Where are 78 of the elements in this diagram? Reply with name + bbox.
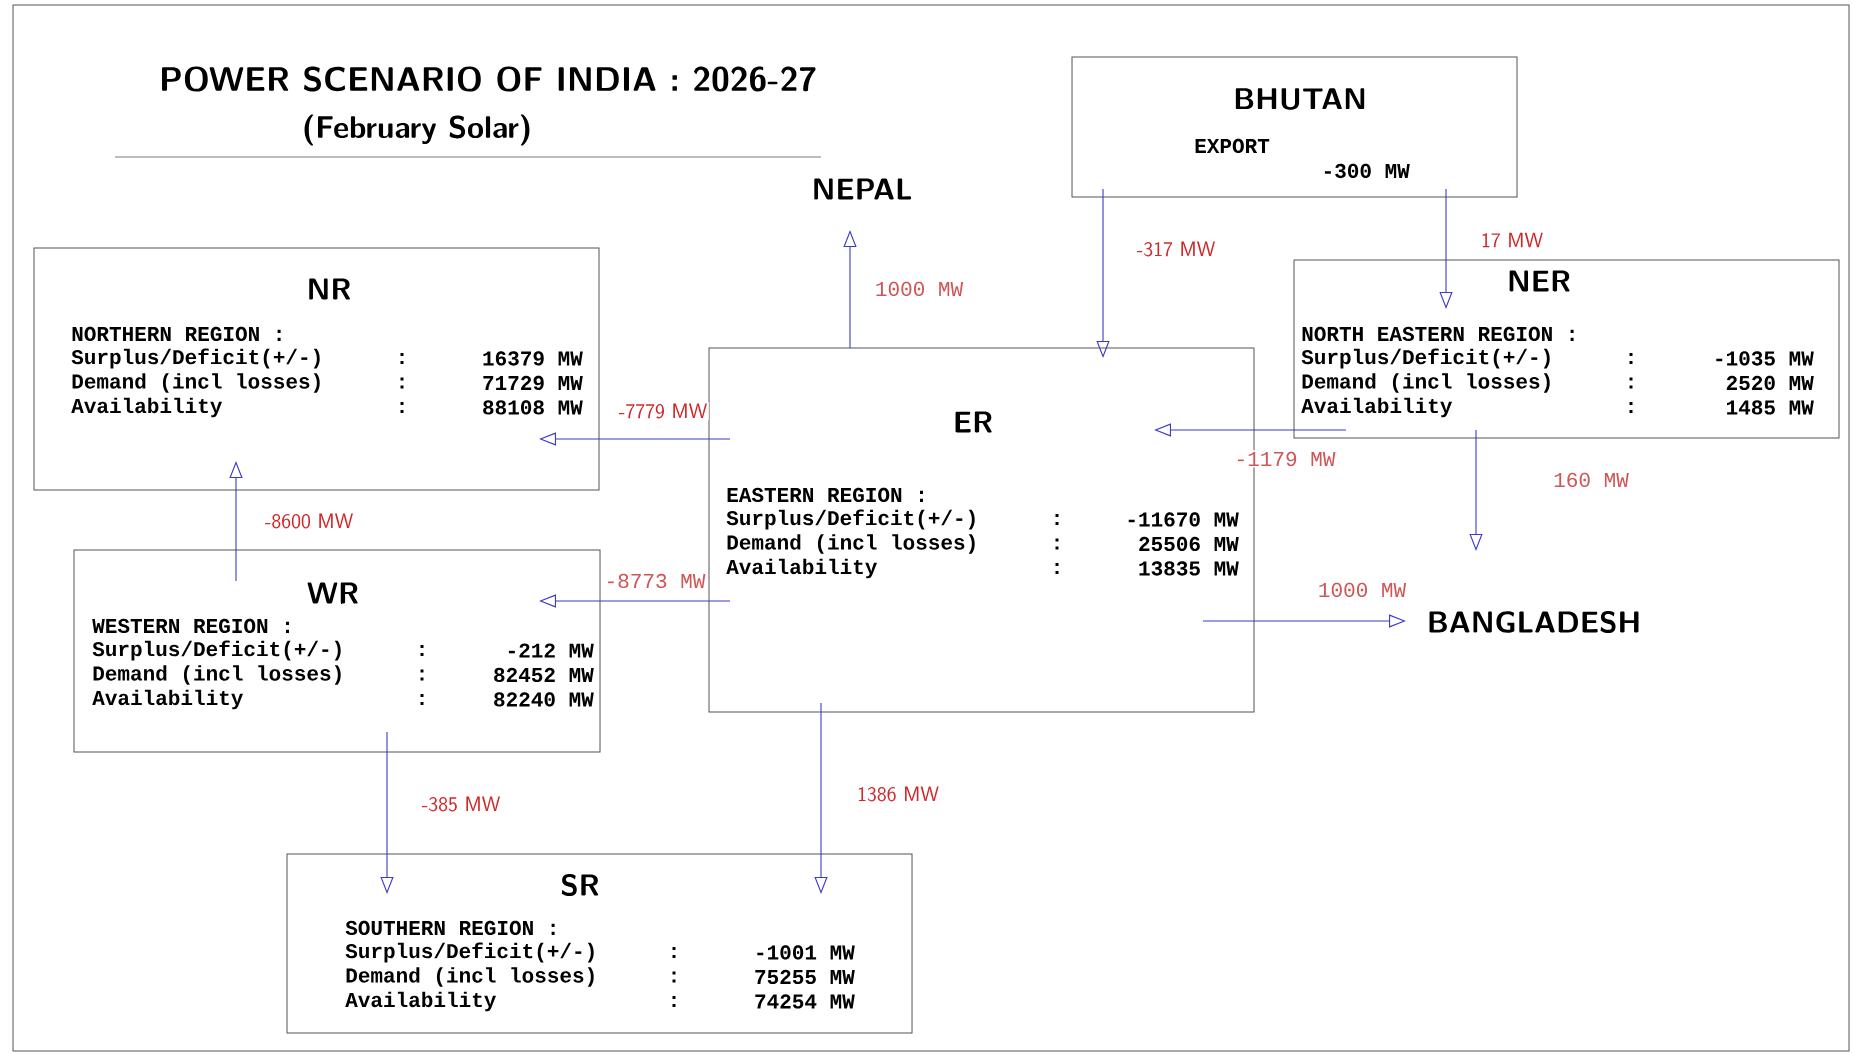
region-name: NORTH EASTERN REGION : xyxy=(1302,326,1574,342)
row-value: 71729 MW xyxy=(483,375,583,391)
country-name: NEPAL xyxy=(814,178,912,200)
region-name: WESTERN REGION : xyxy=(92,618,289,634)
box-heading: ER xyxy=(955,411,992,433)
row-label: Surplus/Deficit(+/-) xyxy=(345,942,594,963)
separator-colon: : xyxy=(1055,513,1059,526)
row-label: Availability xyxy=(71,397,222,418)
separator-colon: : xyxy=(672,946,676,959)
edge-label: 1000 MW xyxy=(873,280,965,298)
box-heading: SR xyxy=(561,873,599,897)
subtitle: (February Solar) xyxy=(304,114,530,146)
box-heading: WR xyxy=(307,582,358,604)
row-value: 1485 MW xyxy=(1727,400,1814,415)
separator-colon: : xyxy=(400,401,404,414)
row-label: Demand (incl losses) xyxy=(727,534,975,554)
box-heading: BHUTAN xyxy=(1235,88,1365,110)
edge-label: -385 MW xyxy=(420,795,502,813)
row-value: -212 MW xyxy=(508,643,594,658)
row-value: 13835 MW xyxy=(1139,561,1239,576)
edge-label: 1000 MW xyxy=(1316,581,1408,599)
export-label: EXPORT xyxy=(1195,138,1270,154)
edge-label: 17 MW xyxy=(1479,231,1545,249)
row-label: Demand (incl losses) xyxy=(1302,373,1550,393)
separator-colon: : xyxy=(400,377,404,389)
region-name: EASTERN REGION : xyxy=(727,487,923,503)
row-value: 82240 MW xyxy=(494,692,594,707)
row-label: Demand (incl losses) xyxy=(346,967,594,987)
region-box xyxy=(73,549,601,753)
row-label: Surplus/Deficit(+/-) xyxy=(726,509,975,530)
row-value: 16379 MW xyxy=(483,351,583,366)
row-value: 88108 MW xyxy=(483,400,583,415)
edge-label: -8600 MW xyxy=(263,512,355,530)
box-heading: NR xyxy=(309,278,350,300)
region-box xyxy=(1293,259,1840,439)
edge-label: 1386 MW xyxy=(855,785,941,803)
row-value: 82452 MW xyxy=(494,667,594,683)
export-value: -300 MW xyxy=(1324,163,1410,179)
row-value: 2520 MW xyxy=(1726,375,1814,391)
row-label: Surplus/Deficit(+/-) xyxy=(1301,348,1550,369)
separator-colon: : xyxy=(672,995,676,1008)
row-value: -1035 MW xyxy=(1716,351,1814,366)
separator-colon: : xyxy=(420,669,424,681)
separator-colon: : xyxy=(1055,538,1059,550)
country-box xyxy=(1071,56,1518,198)
row-label: Availability xyxy=(1301,397,1452,418)
region-name: NORTHERN REGION : xyxy=(72,326,281,342)
separator-colon: : xyxy=(420,644,424,657)
separator-colon: : xyxy=(1629,352,1633,365)
row-label: Surplus/Deficit(+/-) xyxy=(71,348,320,369)
edge-label: -7779 MW xyxy=(617,402,709,420)
region-box xyxy=(286,853,913,1034)
region-box xyxy=(33,247,600,491)
separator-colon: : xyxy=(1629,377,1633,389)
row-value: -1001 MW xyxy=(757,945,855,960)
row-label: Availability xyxy=(345,991,496,1012)
row-value: 74254 MW xyxy=(755,994,855,1009)
separator-colon: : xyxy=(1055,562,1059,575)
row-label: Demand (incl losses) xyxy=(93,665,341,685)
title: POWER SCENARIO OF INDIA : 2026-27 xyxy=(162,66,816,92)
edge-label: -1179 MW xyxy=(1233,450,1337,468)
country-name: BANGLADESH xyxy=(1429,610,1639,634)
edge-label: -317 MW xyxy=(1135,240,1217,258)
row-label: Surplus/Deficit(+/-) xyxy=(92,640,341,661)
separator-colon: : xyxy=(672,971,676,983)
separator-colon: : xyxy=(420,693,424,706)
row-label: Availability xyxy=(726,558,877,579)
edge-label: 160 MW xyxy=(1551,471,1631,489)
box-heading: NER xyxy=(1509,270,1570,292)
row-value: 25506 MW xyxy=(1139,536,1239,552)
row-value: -11670 MW xyxy=(1128,512,1239,527)
edge-label: -8773 MW xyxy=(603,572,707,590)
row-label: Availability xyxy=(92,689,243,710)
row-value: 75255 MW xyxy=(755,969,855,985)
row-label: Demand (incl losses) xyxy=(72,373,320,393)
region-name: SOUTHERN REGION : xyxy=(345,920,555,936)
separator-colon: : xyxy=(1629,401,1633,414)
separator-colon: : xyxy=(400,352,404,365)
